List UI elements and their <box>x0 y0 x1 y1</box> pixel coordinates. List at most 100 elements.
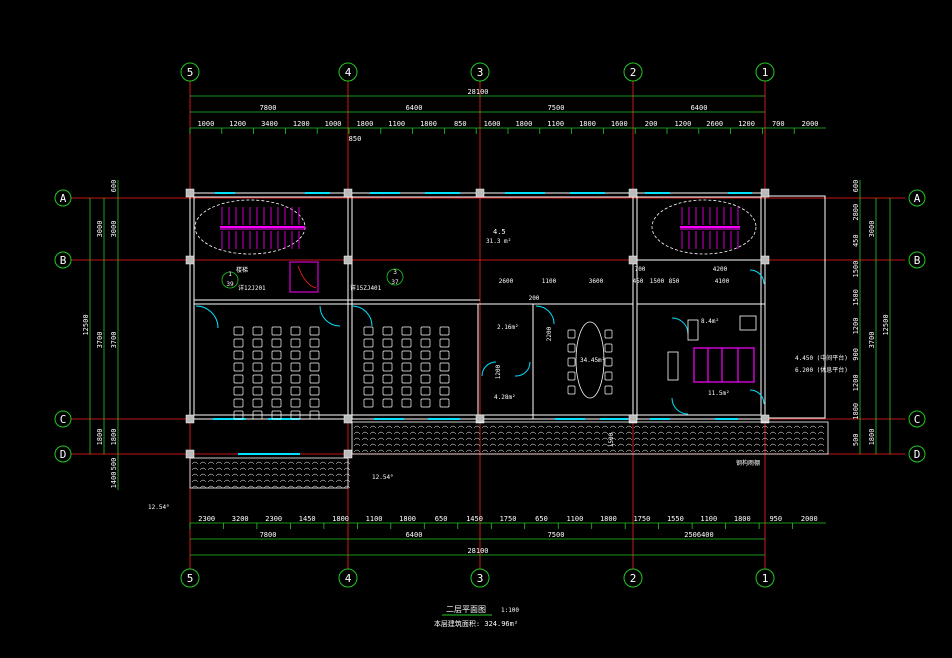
dim-text: 1000 <box>325 120 342 128</box>
dim-text: 3000 <box>110 221 118 238</box>
drawing-scale: 1:100 <box>501 607 519 614</box>
dim-text: 1500 <box>608 432 615 447</box>
desk-chair <box>290 398 301 408</box>
desk-chair <box>290 374 301 384</box>
area-label: 34.45m² <box>580 357 605 364</box>
dim-text: 3000 <box>868 221 876 238</box>
level-note: 6.200 (休息平台) <box>795 366 848 374</box>
dim-text: 1800 <box>734 515 751 523</box>
dim-text: 450 <box>633 278 644 285</box>
desk-chair <box>233 398 244 408</box>
desk-chair <box>271 338 282 348</box>
dim-text: 1800 <box>600 515 617 523</box>
desk-chair <box>309 386 320 396</box>
axis-label: A <box>914 192 921 205</box>
spec-ref: 详12J201 <box>238 284 266 292</box>
dim-text: 1750 <box>500 515 517 523</box>
dim-text: 1500 <box>650 278 665 285</box>
desk-chair <box>382 350 393 360</box>
area-label: 31.3 m² <box>486 238 511 245</box>
area-note: 本层建筑面积: 324.96m² <box>434 619 518 628</box>
dim-text: 1100 <box>700 515 717 523</box>
desk-chair <box>382 374 393 384</box>
slope-note: 12.54° <box>372 474 394 481</box>
spec-ref: 详15ZJ401 <box>350 284 382 292</box>
desk-chair <box>233 374 244 384</box>
desk-chair <box>401 374 412 384</box>
dim-text: 6400 <box>406 104 423 112</box>
dim-text: 1800 <box>332 515 349 523</box>
dim-text: 1750 <box>633 515 650 523</box>
axis-label: 2 <box>630 66 637 79</box>
dim-text: 1800 <box>96 429 104 446</box>
desk-chair <box>252 386 263 396</box>
dim-text: 6400 <box>406 531 423 539</box>
desk-chair <box>271 386 282 396</box>
axis-label: 2 <box>630 572 637 585</box>
dim-text: 1800 <box>852 403 860 420</box>
dim-text: 600 <box>110 180 118 193</box>
dim-text: 500 <box>110 458 118 471</box>
dim-text: 1200 <box>293 120 310 128</box>
desk-chair <box>439 362 450 372</box>
desk-chair <box>271 410 282 420</box>
dim-text: 850 <box>669 278 680 285</box>
dim-text: 2000 <box>801 515 818 523</box>
level-note: 4.450 (中间平台) <box>795 354 848 362</box>
dim-text: 500 <box>852 433 860 446</box>
dim-text: 650 <box>435 515 448 523</box>
desk-chair <box>309 326 320 336</box>
axis-bubbles-bottom: 5 4 3 2 1 <box>180 568 775 588</box>
dim-text: 3400 <box>261 120 278 128</box>
desk-chair <box>420 398 431 408</box>
axis-label: B <box>914 254 921 267</box>
dim-text: 2300 <box>265 515 282 523</box>
desk-chair <box>382 386 393 396</box>
dim-text: 1100 <box>388 120 405 128</box>
dim-text: 1500 <box>852 261 860 278</box>
desk-chair <box>363 362 374 372</box>
toilet-stalls <box>667 315 757 383</box>
dim-text: 3700 <box>110 332 118 349</box>
canopy-outline <box>764 195 826 419</box>
desk-chair <box>363 374 374 384</box>
dim-text: 450 <box>852 234 860 247</box>
axis-label: 4 <box>345 66 352 79</box>
desk-chair <box>363 386 374 396</box>
desk-chair <box>233 338 244 348</box>
desk-chair <box>382 338 393 348</box>
detail-bubble: 37 <box>391 279 399 286</box>
desk-chair <box>271 362 282 372</box>
stair-left <box>194 199 306 255</box>
dim-text: 1100 <box>366 515 383 523</box>
dim-text: 850 <box>454 120 467 128</box>
meeting-chair <box>604 385 613 395</box>
desk-chair <box>271 374 282 384</box>
detail-bubble: 39 <box>226 281 234 288</box>
meeting-chair <box>567 357 576 367</box>
desk-chair <box>401 398 412 408</box>
desk-chair <box>420 362 431 372</box>
desk-chair <box>309 338 320 348</box>
desk-chair <box>439 338 450 348</box>
desk-chair <box>382 362 393 372</box>
dim-text: 1800 <box>420 120 437 128</box>
meeting-chair <box>567 385 576 395</box>
annotations: 4.5 31.3 m² 2600 1100 3600 700 4200 450 … <box>148 228 848 511</box>
dim-text: 3200 <box>232 515 249 523</box>
desk-chair <box>401 338 412 348</box>
desk-chair <box>363 350 374 360</box>
dim-text: 900 <box>852 348 860 361</box>
axis-label: A <box>60 192 67 205</box>
dim-text: 1600 <box>611 120 628 128</box>
dim-text: 3000 <box>96 221 104 238</box>
dim-text: 2600 <box>499 278 514 285</box>
axis-label: 3 <box>477 572 484 585</box>
dim-text: 1200 <box>852 318 860 335</box>
dim-text: 4200 <box>713 266 728 273</box>
dim-text: 1200 <box>229 120 246 128</box>
desk-chair <box>271 326 282 336</box>
